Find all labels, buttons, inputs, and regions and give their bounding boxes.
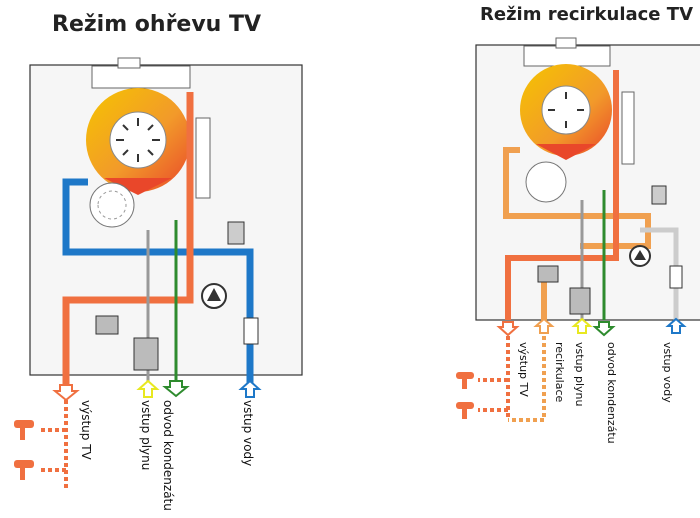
gas-valve — [134, 338, 158, 370]
flue-duct — [622, 92, 634, 164]
hot-water-distribution — [38, 400, 66, 490]
expansion-sensor — [228, 222, 244, 244]
hot-water-out-arrow — [55, 385, 77, 400]
label-water-in: vstup vody — [661, 342, 674, 403]
condensate-arrow — [595, 322, 613, 335]
expansion-sensor — [652, 186, 666, 204]
hot-water-distribution — [478, 336, 508, 420]
flue-duct — [196, 118, 210, 198]
water-in-arrow — [668, 319, 684, 333]
flue-collar — [524, 46, 610, 66]
fan-icon — [90, 183, 134, 227]
label-gas-in: vstup plynu — [573, 342, 586, 407]
diagram-hot-water: výstup TV vstup plynu odvod kondenzátu v… — [14, 58, 302, 511]
diverter-valve — [538, 266, 558, 282]
gas-valve — [570, 288, 590, 314]
hot-water-out-arrow — [499, 322, 517, 335]
tap-icon — [14, 420, 34, 480]
label-recirculation: recirkulace — [553, 342, 566, 403]
label-condensate: odvod kondenzátu — [605, 342, 618, 444]
water-in-arrow — [241, 381, 259, 397]
tap-icon — [456, 372, 474, 419]
gas-in-arrow — [139, 381, 157, 397]
label-hot-water-out: výstup TV — [79, 400, 93, 461]
label-hot-water-out: výstup TV — [517, 342, 530, 397]
label-gas-in: vstup plynu — [139, 400, 153, 470]
inlet-filter — [244, 318, 258, 344]
condensate-arrow — [165, 381, 187, 396]
diverter-valve — [96, 316, 118, 334]
flue-cap — [556, 38, 576, 48]
recirculation-arrow — [536, 319, 552, 333]
label-condensate: odvod kondenzátu — [161, 400, 175, 511]
flue-cap — [118, 58, 140, 68]
label-water-in: vstup vody — [241, 400, 255, 466]
fan-icon — [526, 162, 566, 202]
flue-collar — [92, 66, 190, 88]
inlet-filter — [670, 266, 682, 288]
diagram-recirculation: výstup TV recirkulace vstup plynu odvod … — [456, 38, 700, 444]
gas-in-arrow — [574, 319, 590, 333]
